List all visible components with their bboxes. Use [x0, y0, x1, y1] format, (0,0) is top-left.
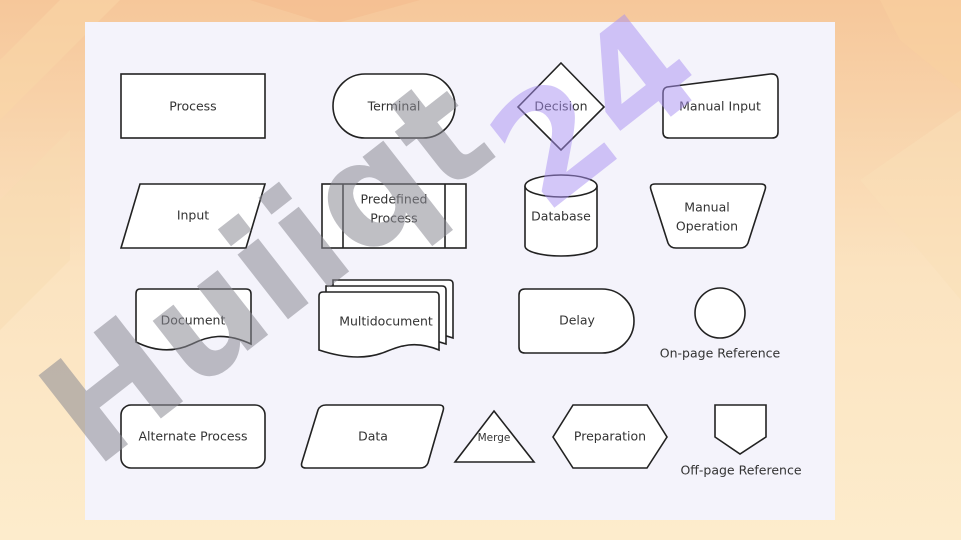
preparation-label: Preparation [574, 429, 646, 444]
predefined-process-label-line2: Process [370, 211, 417, 226]
document-shape: Document [135, 288, 252, 351]
input-shape: Input [119, 183, 267, 249]
manual-input-shape: Manual Input [662, 73, 779, 139]
manual-operation-shape: Manual Operation [649, 183, 767, 249]
process-label: Process [169, 99, 216, 114]
predefined-process-shape: Predefined Process [321, 183, 467, 249]
process-shape: Process [120, 73, 266, 139]
on-page-reference-label: On-page Reference [660, 346, 781, 361]
merge-label: Merge [478, 432, 511, 444]
alternate-process-label: Alternate Process [138, 429, 247, 444]
terminal-shape: Terminal [332, 73, 456, 139]
merge-shape: Merge [453, 409, 536, 463]
alternate-process-shape: Alternate Process [120, 404, 266, 469]
terminal-label: Terminal [367, 99, 421, 114]
multidocument-label: Multidocument [339, 314, 433, 329]
data-shape: Data [300, 404, 445, 469]
database-label: Database [531, 209, 591, 224]
input-label: Input [177, 208, 209, 223]
manual-operation-label-line1: Manual [684, 200, 729, 215]
off-page-reference-label: Off-page Reference [680, 463, 801, 478]
delay-label: Delay [559, 313, 595, 328]
on-page-reference-shape: On-page Reference [660, 287, 781, 361]
manual-input-label: Manual Input [679, 99, 761, 114]
multidocument-shape: Multidocument [318, 279, 454, 358]
decision-label: Decision [534, 99, 587, 114]
preparation-shape: Preparation [552, 404, 668, 469]
delay-shape: Delay [518, 288, 635, 354]
database-shape: Database [524, 174, 598, 257]
predefined-process-label-line1: Predefined [361, 192, 428, 207]
off-page-reference-shape: Off-page Reference [680, 404, 802, 478]
decision-shape: Decision [516, 61, 606, 152]
manual-operation-label-line2: Operation [676, 219, 738, 234]
data-label: Data [358, 429, 388, 444]
document-label: Document [161, 313, 226, 328]
